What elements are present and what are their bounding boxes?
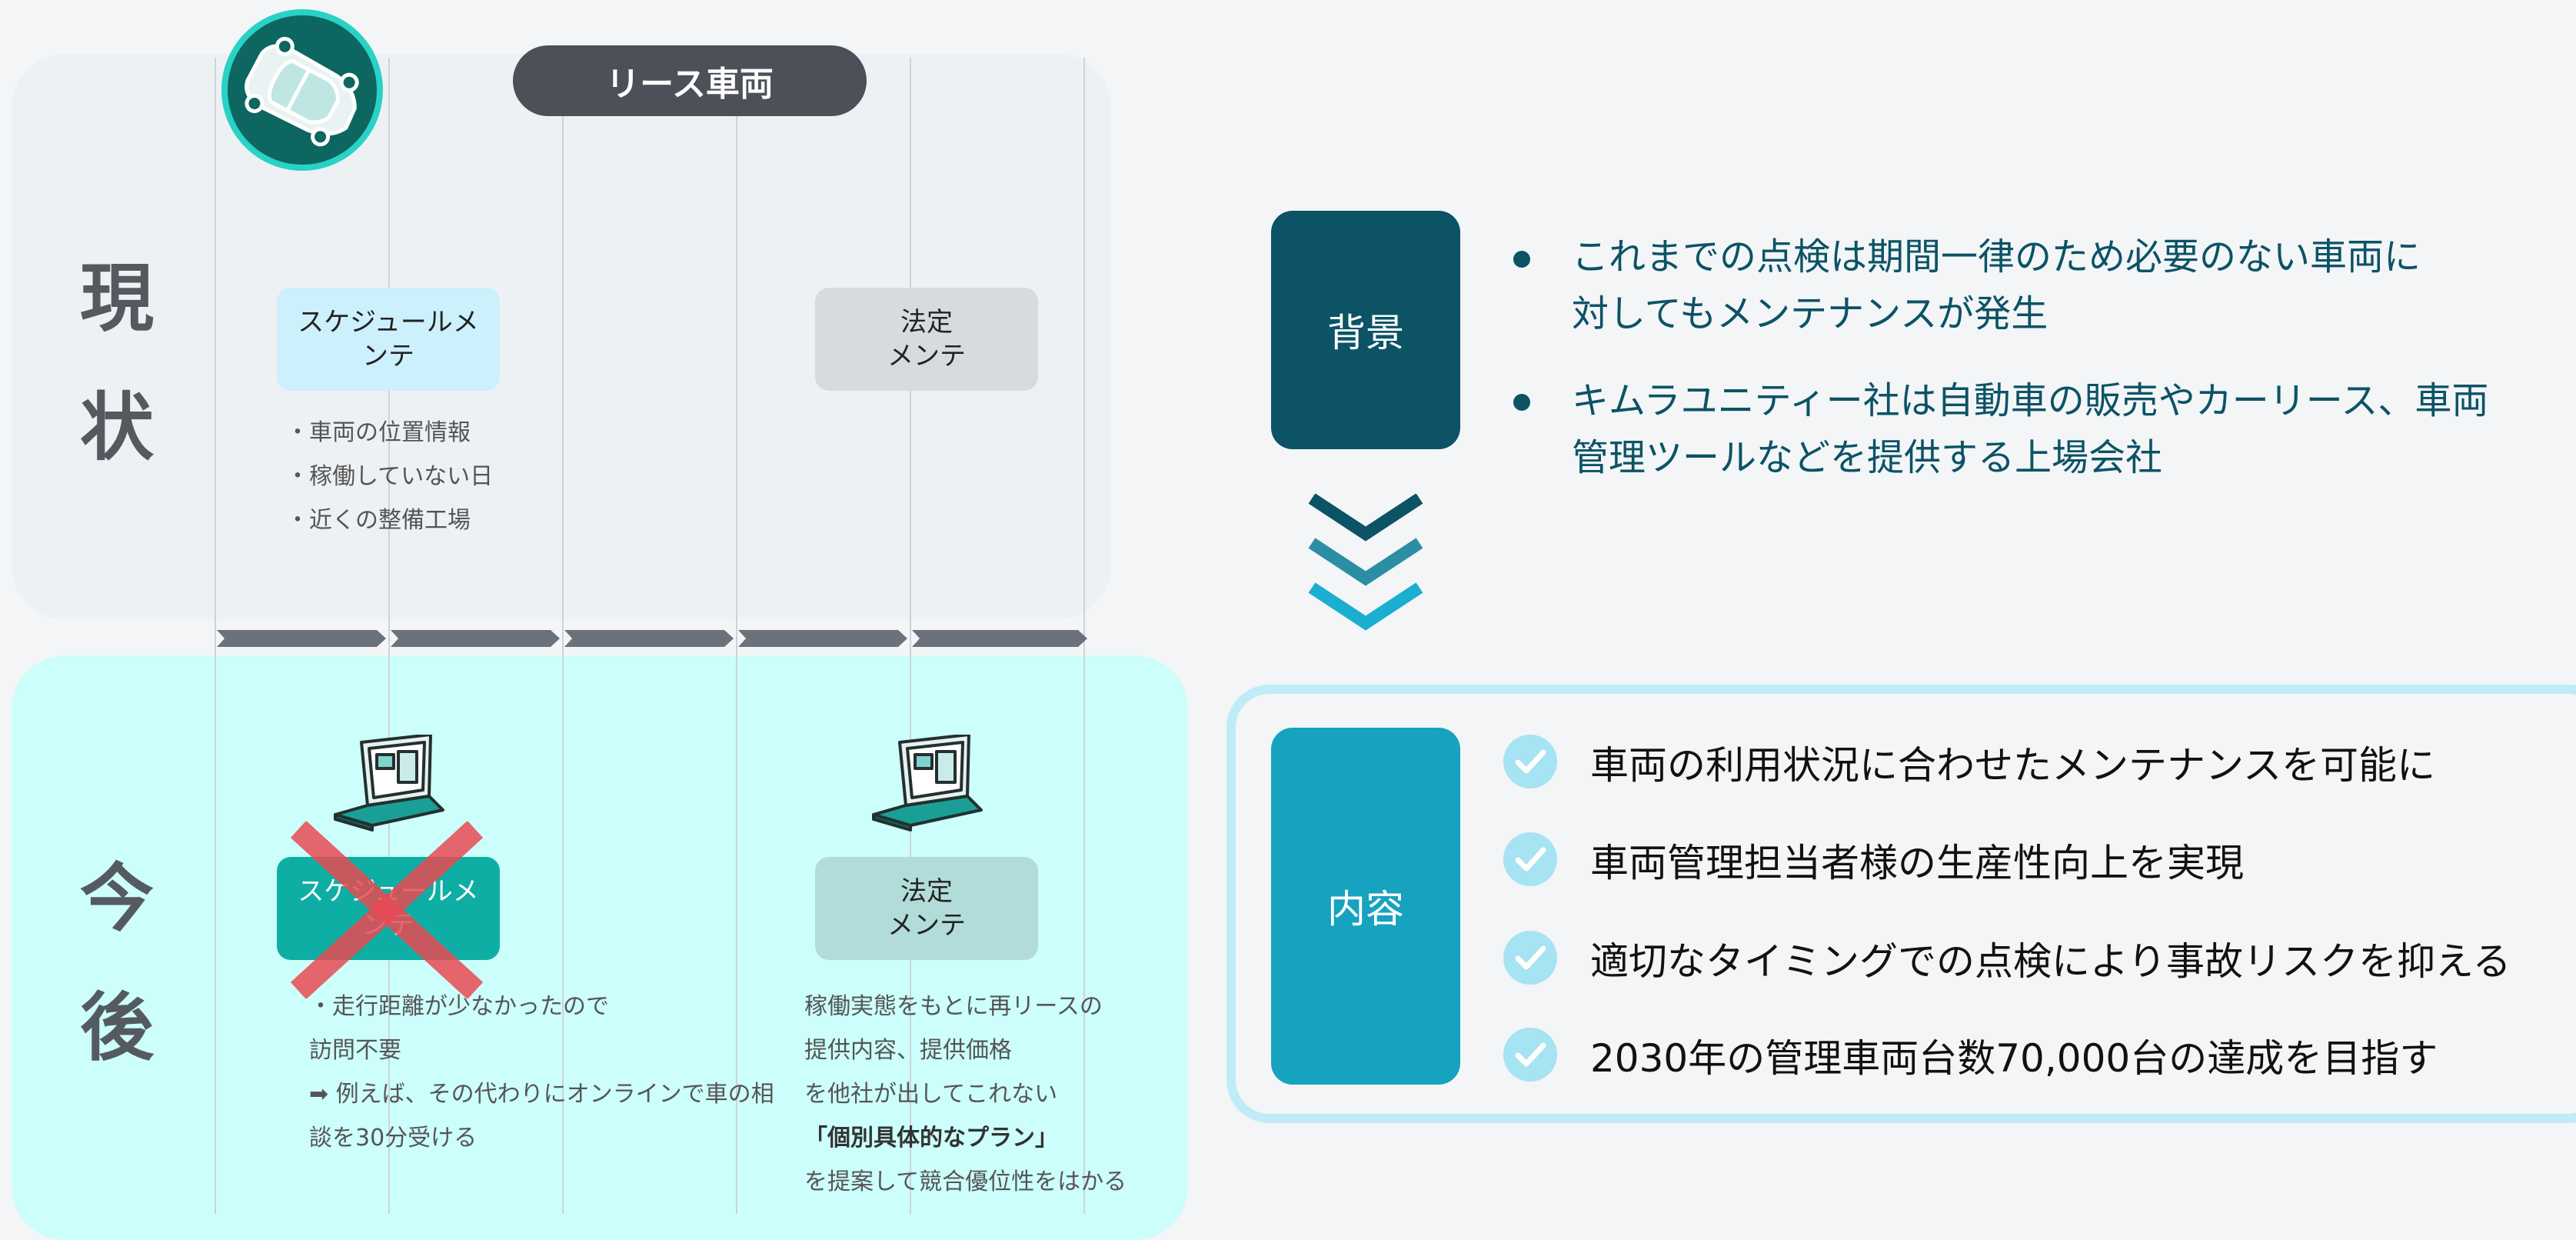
- future-schedule-notes: ・走行距離が少なかったので 訪問不要 ➡ 例えば、その代わりにオンラインで車の相…: [309, 985, 774, 1160]
- timeline-gridline: [215, 58, 216, 1214]
- section-title-current: 現: [80, 255, 154, 342]
- bullet-icon: [1513, 394, 1530, 411]
- content-item: 適切なタイミングでの点検により事故リスクを抑える: [1590, 939, 2511, 984]
- check-icon: [1503, 832, 1557, 886]
- box-label-line: 法定: [900, 307, 953, 338]
- timeline-gridline: [910, 58, 911, 1214]
- future-legal-notes: 稼働実態をもとに再リースの 提供内容、提供価格 を他社が出してこれない 「個別具…: [804, 985, 1127, 1204]
- current-schedule-notes: ・車両の位置情報 ・稼働していない日 ・近くの整備工場: [286, 411, 493, 542]
- background-item: キムラユニティー社は自動車の販売やカーリース、車両 管理ツールなどを提供する上場…: [1572, 372, 2488, 486]
- future-legal-maintenance-box: 法定 メンテ: [815, 857, 1038, 960]
- current-legal-maintenance-box: 法定 メンテ: [815, 288, 1038, 391]
- section-title-current: 状: [80, 385, 154, 471]
- current-schedule-maintenance-box: スケジュールメ ンテ: [277, 288, 500, 391]
- note-line: 提供内容、提供価格: [804, 1037, 1012, 1064]
- note-line: を提案して競合優位性をはかる: [804, 1168, 1127, 1195]
- section-title-future: 今: [80, 855, 154, 942]
- note-line: ➡ 例えば、その代わりにオンラインで車の相: [309, 1081, 774, 1108]
- note-line: 訪問不要: [309, 1037, 401, 1064]
- note-line: ・車両の位置情報: [286, 419, 471, 446]
- timeline-gridline: [736, 58, 737, 1214]
- check-icon: [1503, 1028, 1557, 1082]
- bullet-icon: [1513, 251, 1530, 268]
- check-icon: [1503, 735, 1557, 788]
- laptop-icon: [869, 733, 984, 842]
- laptop-icon: [331, 733, 446, 842]
- note-line: を他社が出してこれない: [804, 1081, 1058, 1108]
- content-label: 内容: [1271, 728, 1460, 1085]
- background-item-line: キムラユニティー社は自動車の販売やカーリース、車両: [1572, 379, 2489, 422]
- cross-icon: [283, 820, 491, 1000]
- content-item: 2030年の管理車両台数70,000台の達成を目指す: [1590, 1036, 2438, 1081]
- check-icon: [1503, 931, 1557, 985]
- box-label-line: メンテ: [887, 910, 966, 941]
- note-line: 談を30分受ける: [309, 1125, 478, 1152]
- section-title-future: 後: [80, 985, 154, 1071]
- background-item-line: 対してもメンテナンスが発生: [1572, 292, 2048, 335]
- note-line: ・走行距離が少なかったので: [309, 993, 609, 1020]
- box-label-line: 法定: [900, 876, 953, 907]
- lease-vehicle-label: リース車両: [513, 45, 867, 116]
- note-line: 稼働実態をもとに再リースの: [804, 993, 1103, 1020]
- note-line: ・稼働していない日: [286, 463, 494, 490]
- content-item: 車両の利用状況に合わせたメンテナンスを可能に: [1590, 743, 2435, 788]
- content-item: 車両管理担当者様の生産性向上を実現: [1590, 841, 2244, 885]
- box-label-line: ンテ: [362, 341, 414, 372]
- chevron-down-icon: [1307, 493, 1424, 648]
- box-label-line: メンテ: [887, 341, 966, 372]
- background-item-line: これまでの点検は期間一律のため必要のない車両に: [1572, 235, 2421, 278]
- car-icon: [221, 9, 383, 171]
- note-line: ・近くの整備工場: [286, 507, 471, 534]
- background-item: これまでの点検は期間一律のため必要のない車両に 対してもメンテナンスが発生: [1572, 228, 2421, 342]
- timeline-gridline: [562, 58, 564, 1214]
- box-label-line: スケジュールメ: [298, 307, 479, 338]
- content-frame: [1226, 685, 2576, 1123]
- note-line: 「個別具体的なプラン」: [804, 1125, 1058, 1152]
- background-item-line: 管理ツールなどを提供する上場会社: [1572, 436, 2163, 479]
- background-label: 背景: [1271, 211, 1460, 449]
- timeline-arrow-row: [217, 627, 1117, 650]
- timeline-gridline: [388, 58, 390, 1214]
